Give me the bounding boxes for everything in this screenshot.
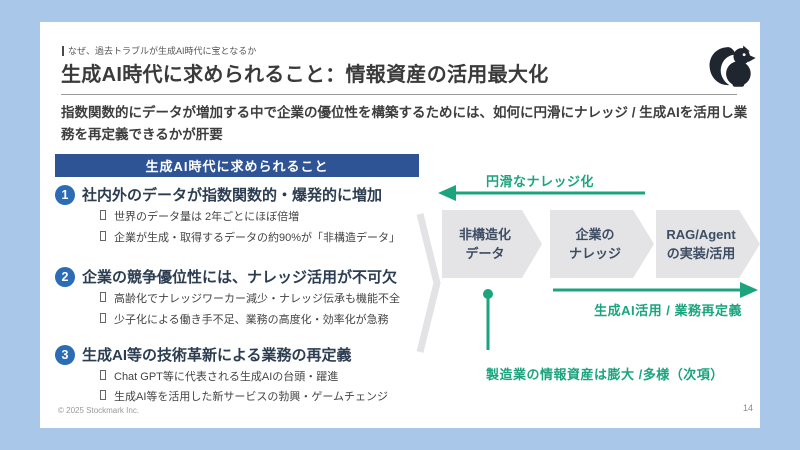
bullet-box-icon [100, 210, 106, 220]
list-item-1: 1 社内外のデータが指数関数的・爆発的に増加 [55, 184, 475, 205]
bullet-box-icon [100, 370, 106, 380]
step-line1: RAG/Agent [666, 226, 736, 242]
bullet-box-icon [100, 292, 106, 302]
sub-bullet: 企業が生成・取得するデータの約90%が「非構造データ」 [100, 229, 490, 245]
page-title: 生成AI時代に求められること：情報資産の活用最大化 [61, 64, 549, 86]
bullet-text: 高齢化でナレッジワーカー減少・ナレッジ伝承も機能不全 [114, 293, 400, 305]
sub-bullet: 生成AI等を活用した新サービスの勃興・ゲームチェンジ [100, 388, 490, 404]
list-item-2: 2 企業の競争優位性には、ナレッジ活用が不可欠 [55, 266, 475, 287]
knowledge-arrow-label: 円滑なナレッジ化 [486, 174, 595, 189]
bullet-box-icon [100, 231, 106, 241]
bullet-text: 世界のデータ量は 2年ごとにほぼ倍増 [114, 211, 300, 223]
eyebrow-text: なぜ、過去トラブルが生成AI時代に宝となるか [68, 46, 257, 56]
step-line2: ナレッジ [568, 246, 621, 261]
bullet-text: 企業が生成・取得するデータの約90%が「非構造データ」 [114, 232, 401, 244]
flow-note: 製造業の情報資産は膨大 /多様（次項） [486, 367, 724, 382]
panel-header: 生成AI時代に求められること [55, 154, 419, 177]
eyebrow-bar [62, 45, 64, 56]
step-line2: データ [465, 246, 505, 261]
bullet-text: Chat GPT等に代表される生成AIの台頭・躍進 [114, 371, 339, 383]
step-line2: の実装/活用 [666, 246, 736, 261]
number-badge-3: 3 [55, 344, 75, 365]
flow-step-rag-agent: RAG/Agent の実装/活用 [656, 210, 760, 278]
item-heading: 社内外のデータが指数関数的・爆発的に増加 [82, 187, 383, 204]
number-badge-1: 1 [55, 184, 75, 205]
presentation-slide: なぜ、過去トラブルが生成AI時代に宝となるか 生成AI時代に求められること：情報… [40, 22, 760, 428]
copyright: © 2025 Stockmark Inc. [58, 406, 140, 415]
step-line1: 企業の [575, 226, 615, 242]
bullet-text: 生成AI等を活用した新サービスの勃興・ゲームチェンジ [114, 391, 389, 403]
eyebrow: なぜ、過去トラブルが生成AI時代に宝となるか [62, 44, 256, 57]
sub-bullet: 高齢化でナレッジワーカー減少・ナレッジ伝承も機能不全 [100, 290, 490, 306]
flow-step-unstructured-data: 非構造化 データ [442, 210, 542, 278]
title-underline [61, 94, 737, 95]
slide-subtitle: 指数関数的にデータが増加する中で企業の優位性を構築するためには、如何に円滑にナレ… [61, 105, 748, 142]
bullet-box-icon [100, 390, 106, 400]
sub-bullet: Chat GPT等に代表される生成AIの台頭・躍進 [100, 368, 490, 384]
step-line1: 非構造化 [458, 226, 511, 242]
squirrel-logo-icon [709, 45, 756, 87]
sub-bullet: 少子化による働き手不足、業務の高度化・効率化が急務 [100, 311, 490, 327]
genai-arrow-label: 生成AI活用 / 業務再定義 [594, 303, 742, 318]
item-heading: 生成AI等の技術革新による業務の再定義 [82, 347, 352, 364]
list-item-3: 3 生成AI等の技術革新による業務の再定義 [55, 344, 475, 365]
right-arrow-icon [740, 282, 758, 298]
sub-bullet: 世界のデータ量は 2年ごとにほぼ倍増 [100, 208, 490, 224]
flow-step-company-knowledge: 企業の ナレッジ [550, 210, 654, 278]
page-number: 14 [743, 403, 754, 413]
item-heading: 企業の競争優位性には、ナレッジ活用が不可欠 [82, 269, 398, 286]
number-badge-2: 2 [55, 266, 75, 287]
bullet-box-icon [100, 313, 106, 323]
bullet-text: 少子化による働き手不足、業務の高度化・効率化が急務 [114, 314, 389, 326]
